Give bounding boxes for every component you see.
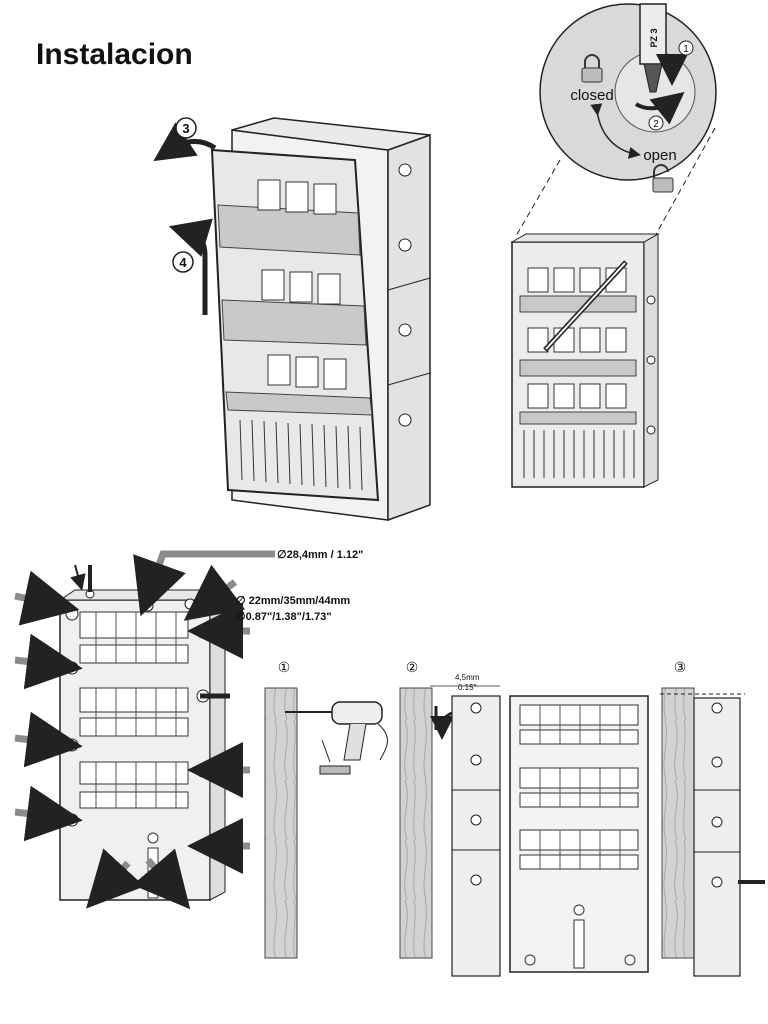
cabinet-side-step-3	[693, 697, 765, 977]
lock-detail: PZ 3 1 2 closed open	[515, 3, 717, 237]
dimension-side-holes-in: ∅0.87"/1.38"/1.73"	[236, 611, 332, 623]
screwdriver-icon	[639, 3, 667, 93]
wall-step-1	[264, 687, 298, 959]
dimension-top-hole: ∅28,4mm / 1.12"	[277, 549, 363, 561]
svg-text:4: 4	[179, 255, 187, 270]
svg-text:3: 3	[182, 121, 189, 136]
lock-open-icon	[652, 164, 674, 193]
dimension-offset-mm: 4,5mm	[455, 673, 480, 682]
step-marker-3: 3	[175, 117, 197, 139]
dimension-side-holes-mm: ∅ 22mm/35mm/44mm	[236, 595, 350, 607]
wall-plug-icon	[319, 739, 351, 775]
svg-text:1: 1	[683, 44, 689, 55]
wall-step-2	[399, 687, 433, 959]
cabinet-closed	[510, 233, 660, 488]
cabinet-open-cover	[153, 117, 431, 522]
cabinet-side-step-2	[451, 695, 501, 977]
lock-closed-icon	[581, 54, 603, 83]
step-marker-4: 4	[172, 251, 194, 273]
cabinet-front-open	[509, 695, 649, 973]
svg-text:open: open	[643, 147, 676, 164]
svg-text:closed: closed	[570, 87, 613, 104]
cabinet-knockouts	[14, 550, 275, 910]
drill-icon	[285, 701, 388, 761]
wall-step-3	[661, 687, 695, 959]
svg-text:2: 2	[653, 119, 659, 130]
install-step-2: ②	[406, 659, 419, 675]
page-title: Instalacion	[36, 38, 193, 71]
svg-text:PZ 3: PZ 3	[649, 28, 659, 47]
dimension-offset-in: 0.15"	[458, 683, 477, 692]
install-step-3: ③	[674, 659, 687, 675]
install-step-1: ①	[278, 659, 291, 675]
